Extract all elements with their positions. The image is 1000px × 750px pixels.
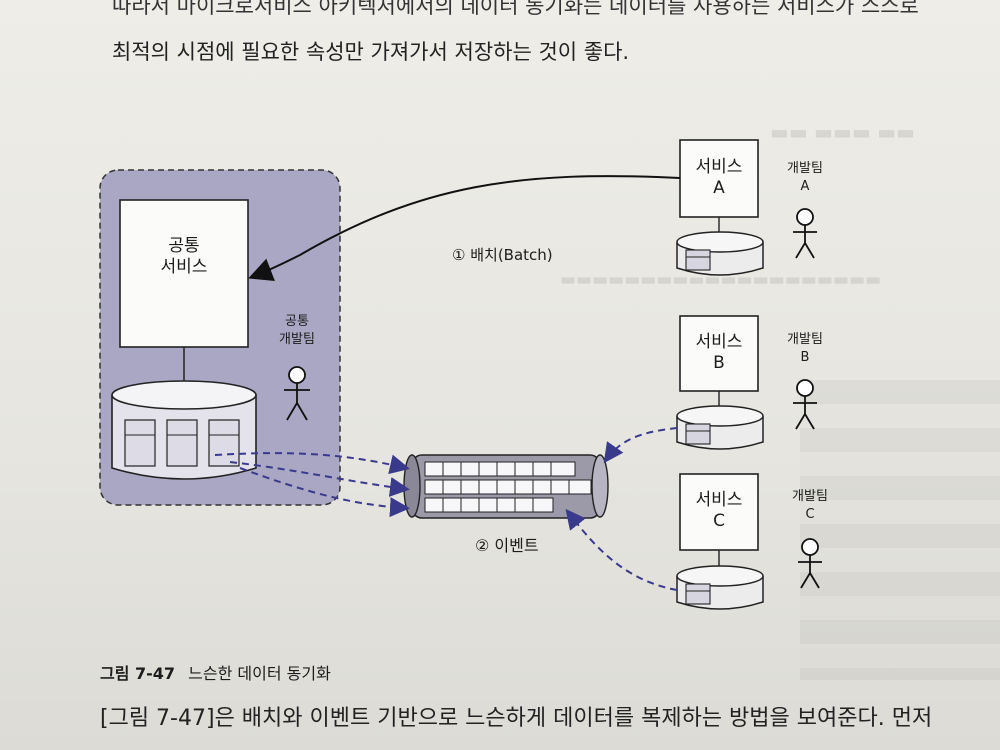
service-b-label-line: 서비스 bbox=[695, 332, 743, 352]
team-c-label: 개발팀 C bbox=[780, 488, 840, 523]
service-c-database-icon bbox=[676, 565, 764, 610]
bleed-through-text: ▬▬▬▬▬▬▬▬▬▬▬▬▬▬▬▬▬▬▬▬ bbox=[560, 270, 882, 290]
team-a-label-line: 개발팀 bbox=[787, 161, 823, 176]
event-label: ② 이벤트 bbox=[475, 536, 539, 555]
common-service-label-line: 공통 bbox=[168, 236, 200, 256]
team-b-person-icon bbox=[793, 379, 817, 430]
team-a-label: 개발팀 A bbox=[775, 160, 835, 195]
team-b-label-line: B bbox=[800, 349, 810, 365]
event-arrows-incoming bbox=[565, 427, 678, 591]
team-c-person-icon bbox=[798, 538, 822, 589]
team-c-label-line: C bbox=[805, 506, 815, 522]
figure-caption-text: 느슨한 데이터 동기화 bbox=[188, 664, 331, 683]
bleed-through-table bbox=[800, 380, 1000, 680]
team-a-label-line: A bbox=[800, 178, 810, 194]
team-b-label: 개발팀 B bbox=[775, 331, 835, 366]
service-b-database-icon bbox=[676, 405, 764, 450]
batch-label: ① 배치(Batch) bbox=[452, 246, 553, 264]
service-b-box bbox=[679, 315, 759, 392]
figure-caption: 그림 7-47 느슨한 데이터 동기화 bbox=[100, 660, 331, 684]
body-text-line: 따라서 마이크로서비스 아키텍처에서의 데이터 동기화는 데이터를 사용하는 서… bbox=[112, 0, 919, 18]
common-team-label: 공통 개발팀 bbox=[267, 313, 327, 348]
common-team-label-line: 공통 bbox=[285, 314, 309, 329]
team-b-label-line: 개발팀 bbox=[787, 332, 823, 347]
service-a-database-icon bbox=[676, 231, 764, 276]
common-team-label-line: 개발팀 bbox=[279, 331, 315, 347]
service-a-label: 서비스 A bbox=[679, 157, 759, 200]
common-service-box bbox=[119, 199, 249, 348]
common-service-label: 공통 서비스 bbox=[144, 236, 224, 279]
event-arrows-outgoing bbox=[214, 452, 410, 518]
service-c-label-line: 서비스 bbox=[695, 490, 743, 510]
event-queue-icon bbox=[403, 454, 609, 519]
service-c-box bbox=[679, 473, 759, 551]
service-b-label-line: B bbox=[713, 353, 725, 374]
common-team-person-icon bbox=[284, 366, 310, 421]
common-database-icon bbox=[111, 380, 257, 480]
service-b-label: 서비스 B bbox=[679, 332, 759, 375]
service-c-label-line: C bbox=[713, 511, 725, 532]
service-a-label-line: A bbox=[713, 178, 725, 199]
figure-number: 그림 7-47 bbox=[100, 664, 176, 683]
body-text-line: 최적의 시점에 필요한 속성만 가져가서 저장하는 것이 좋다. bbox=[112, 40, 630, 64]
team-c-label-line: 개발팀 bbox=[792, 489, 828, 504]
common-service-label-line: 서비스 bbox=[160, 257, 208, 278]
service-c-label: 서비스 C bbox=[679, 490, 759, 533]
team-a-person-icon bbox=[793, 208, 817, 259]
body-text-line: [그림 7-47]은 배치와 이벤트 기반으로 느슨하게 데이터를 복제하는 방… bbox=[100, 706, 933, 731]
bleed-through-text: ▬▬ ▬▬▬ ▬▬ bbox=[770, 120, 915, 144]
service-a-label-line: 서비스 bbox=[695, 157, 743, 177]
batch-arrow bbox=[248, 175, 681, 282]
